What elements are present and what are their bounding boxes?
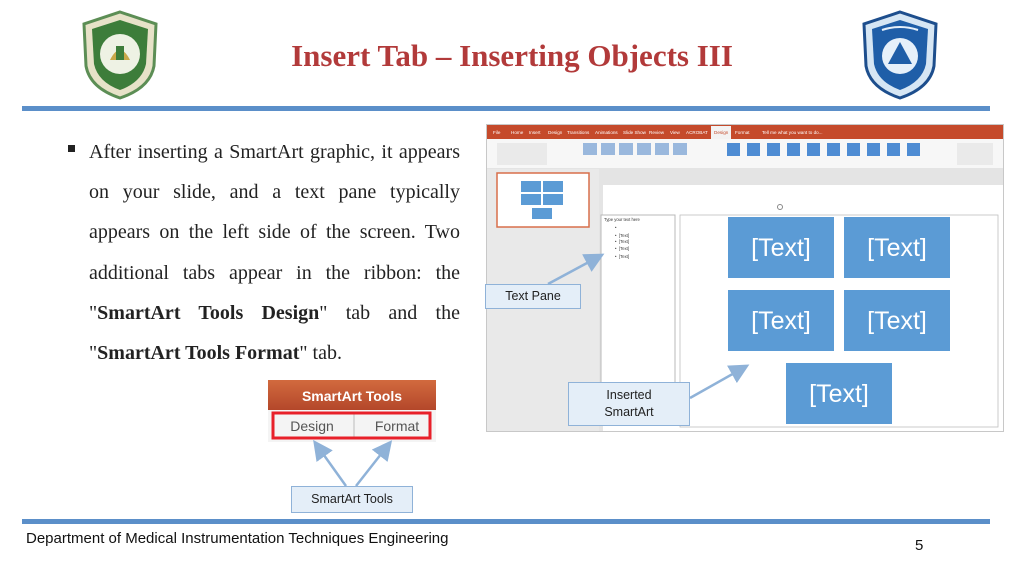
smartart-box-3-text: [Text] [751, 307, 811, 335]
smartart-box-2 [844, 217, 950, 278]
tab-animations: Animations [595, 130, 618, 135]
callout-smartart-tools: SmartArt Tools [291, 486, 413, 513]
callout-inserted-line-1: Inserted [606, 388, 652, 402]
ribbon-style-gallery [727, 143, 920, 156]
callout-inserted-smartart: Inserted SmartArt [568, 382, 690, 426]
arrow-to-format-tab [355, 440, 393, 487]
body-text-2: " tab and the " [89, 301, 460, 365]
ribbon-body [487, 139, 1003, 169]
footer-divider [22, 519, 990, 524]
university-logo-left [82, 10, 158, 100]
bold-smartart-format: SmartArt Tools Format [97, 342, 300, 365]
slide-title: Insert Tab – Inserting Objects III [291, 38, 733, 73]
active-smartart-design-tab [711, 126, 731, 139]
tab-smartart-design: Design [714, 130, 729, 135]
smartart-frame [679, 214, 999, 428]
bullet-square-icon [68, 145, 75, 152]
rotate-handle-icon [777, 204, 783, 210]
smartart-tools-tabs-image: SmartArt Tools Design Format [268, 380, 436, 442]
page-number: 5 [915, 537, 924, 554]
college-logo-right [862, 10, 938, 100]
text-pane-item-3: [Text] [619, 246, 629, 251]
smartart-box-5 [786, 363, 892, 424]
highlight-box [271, 411, 432, 440]
header-divider [22, 106, 990, 111]
ribbon-create-graphic-group [497, 143, 547, 165]
callout-text-pane: Text Pane [485, 284, 581, 309]
tab-slideshow: Slide Show [623, 130, 647, 135]
smartart-box-4 [844, 290, 950, 351]
text-pane-bullet-4: • [615, 254, 617, 259]
ribbon-tab-bar [487, 125, 1003, 139]
tab-smartart-format: Format [735, 130, 750, 135]
smartart-box-4-text: [Text] [867, 307, 927, 335]
ribbon-crop-design-tab: Design [290, 418, 334, 434]
text-pane-title: Type your text here [604, 217, 641, 222]
tab-view: View [670, 130, 681, 135]
thumbnail-smartart [521, 181, 563, 219]
ribbon-layout-gallery [583, 143, 687, 155]
tell-me-box: Tell me what you want to do... [762, 130, 823, 135]
text-pane-bullet-3: • [615, 246, 617, 251]
bold-smartart-design: SmartArt Tools Design [97, 301, 320, 324]
text-pane-item-4: [Text] [619, 254, 629, 259]
body-text-1: After inserting a SmartArt graphic, it a… [89, 141, 460, 324]
tab-transitions: Transitions [567, 130, 590, 135]
text-pane-bullet-0: • [615, 225, 617, 230]
tab-insert: Insert [529, 130, 541, 135]
text-pane-bullet-1: • [615, 233, 617, 238]
tab-review: Review [649, 130, 665, 135]
text-pane-item-2: [Text] [619, 239, 629, 244]
body-paragraph: After inserting a SmartArt graphic, it a… [68, 132, 460, 373]
smartart-box-1 [728, 217, 834, 278]
tab-acrobat: ACROBAT [686, 130, 708, 135]
ribbon-reset-group [957, 143, 993, 165]
ribbon-crop-header: SmartArt Tools [302, 388, 402, 404]
text-pane-bullet-2: • [615, 239, 617, 244]
smartart-box-2-text: [Text] [867, 234, 927, 262]
tab-design: Design [548, 130, 563, 135]
ribbon-crop-format-tab: Format [375, 418, 419, 434]
smartart-box-1-text: [Text] [751, 234, 811, 262]
smartart-box-3 [728, 290, 834, 351]
tab-file: File [493, 130, 501, 135]
callout-inserted-line-2: SmartArt [604, 405, 654, 419]
text-pane-item-1: [Text] [619, 233, 629, 238]
tab-home: Home [511, 130, 524, 135]
body-text-3: " tab. [299, 342, 342, 365]
smartart-box-5-text: [Text] [809, 380, 869, 408]
arrow-to-design-tab [313, 439, 348, 487]
powerpoint-screenshot: File Home Insert Design Transitions Anim… [486, 124, 1004, 432]
footer-department: Department of Medical Instrumentation Te… [26, 530, 449, 547]
smartart-tools-header-bg [268, 380, 436, 410]
